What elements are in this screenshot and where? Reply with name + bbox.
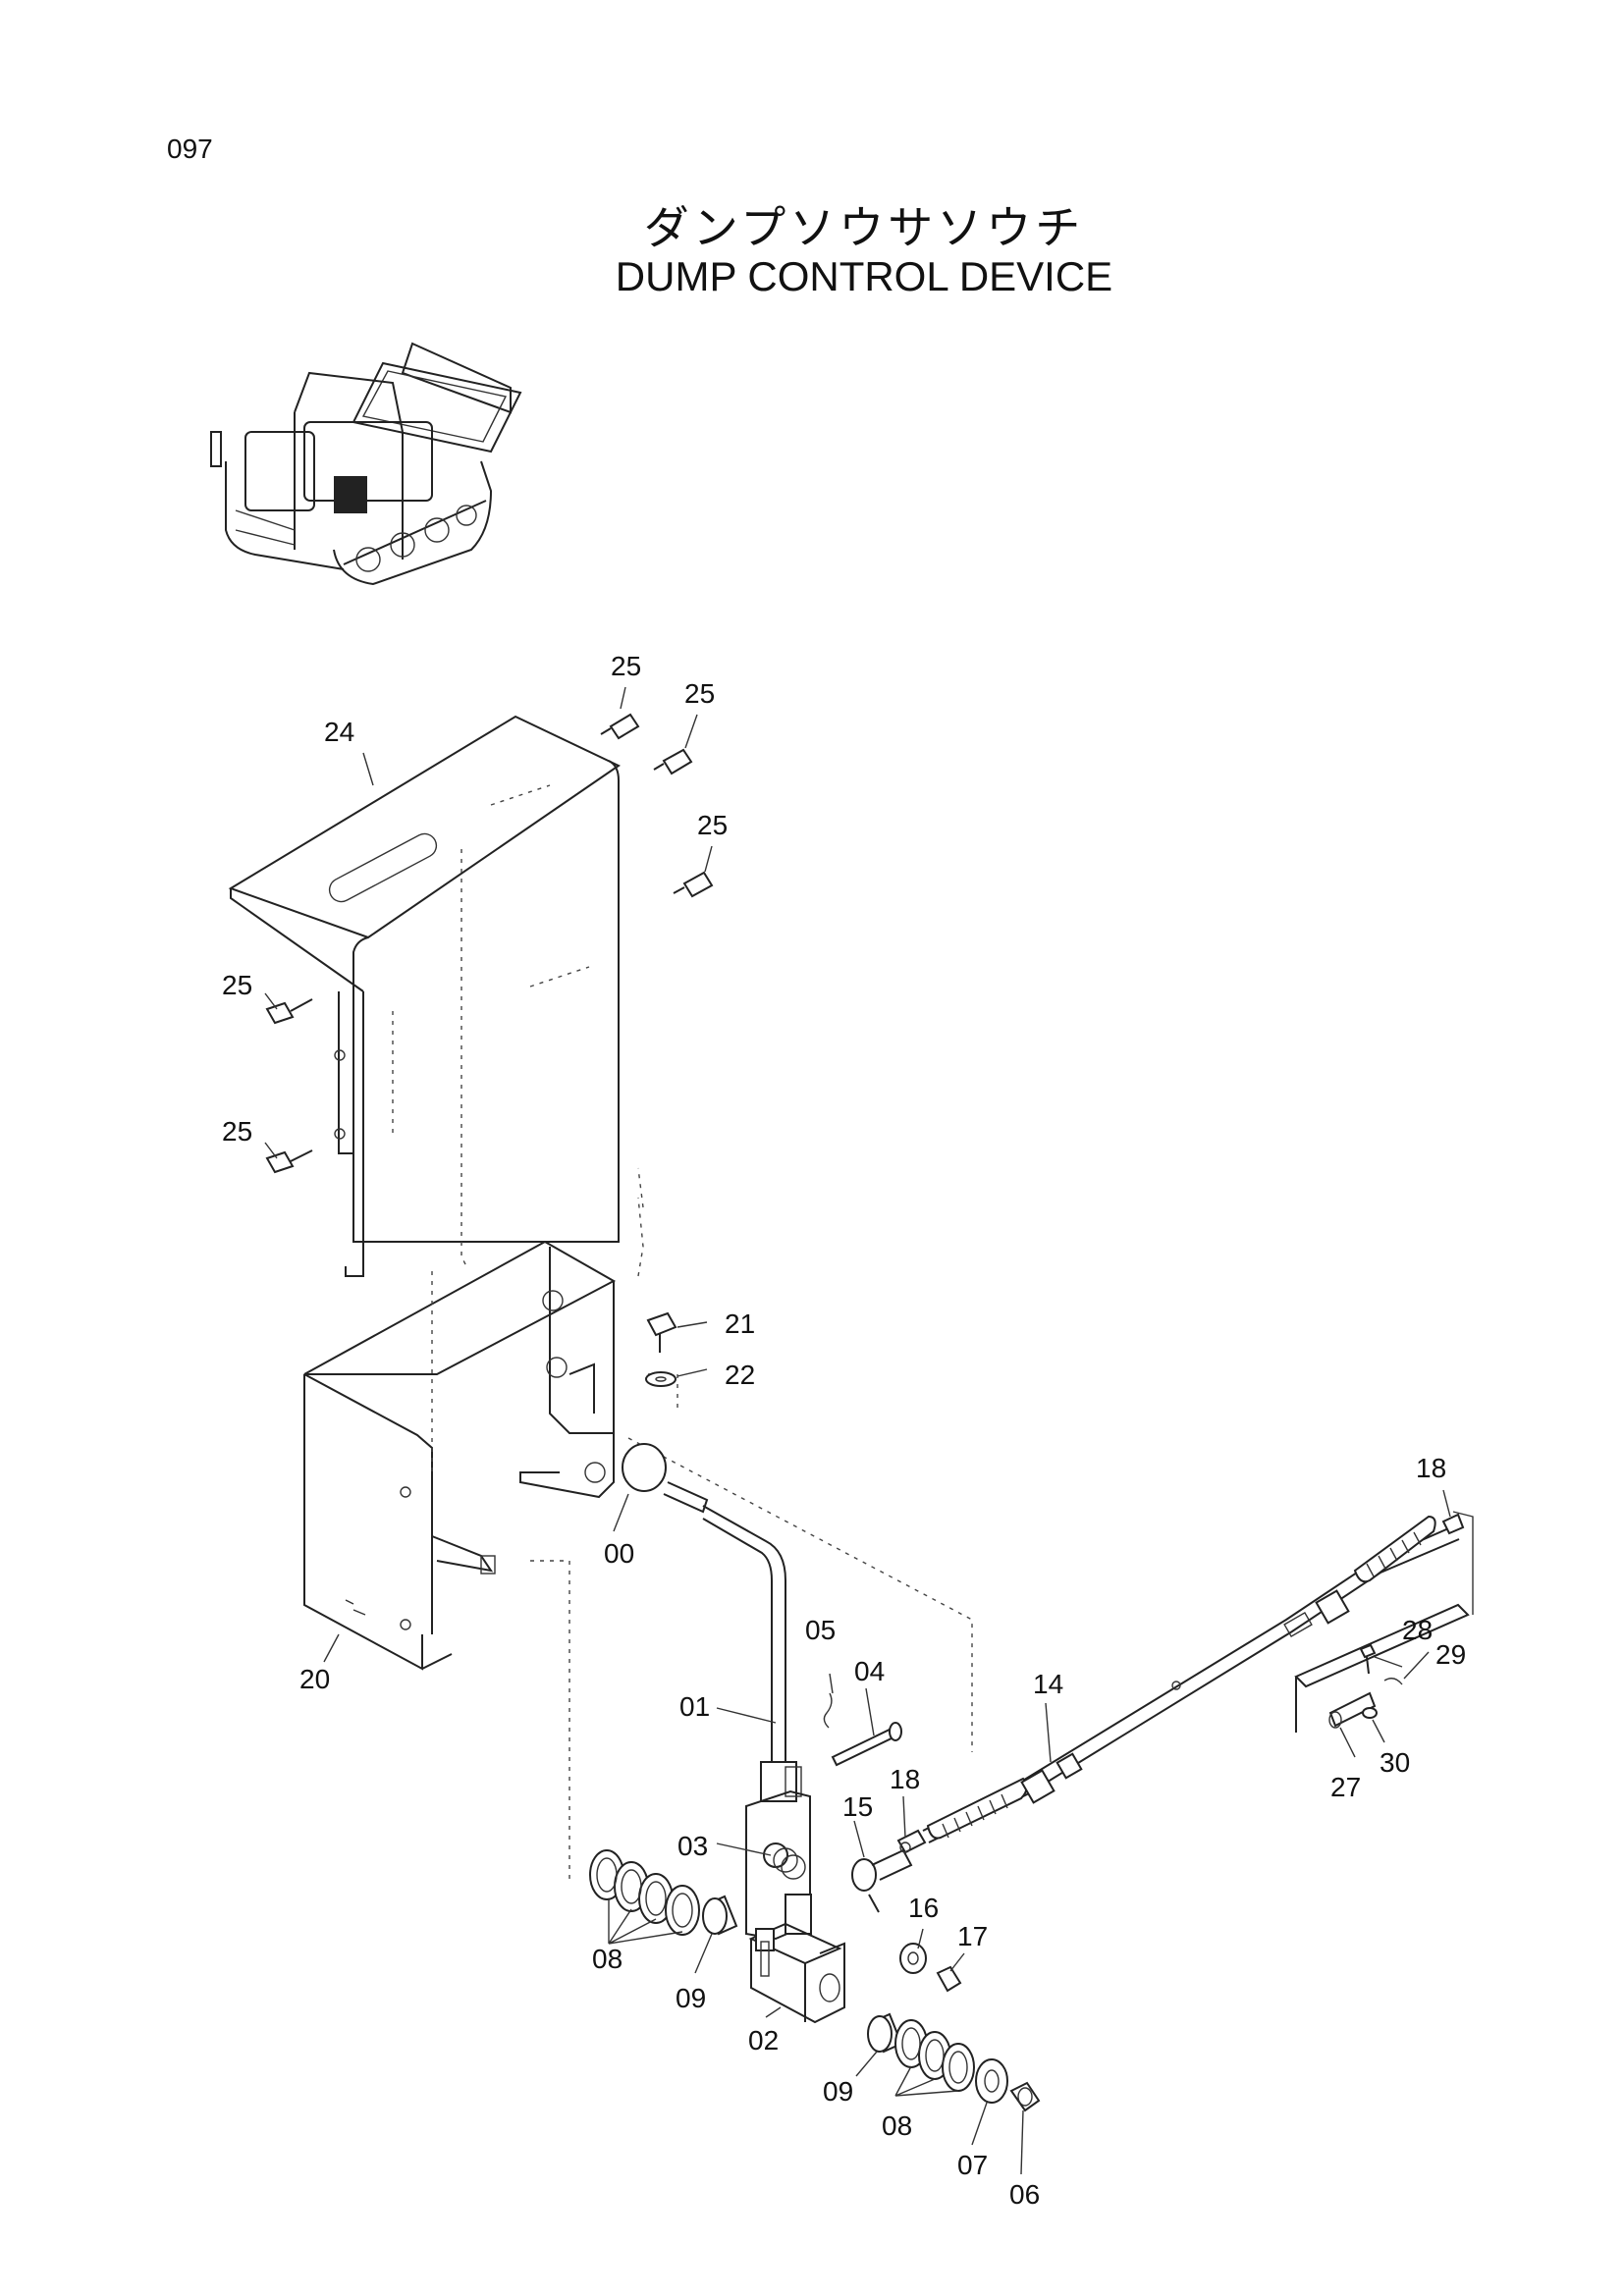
washer-22 [645,1371,677,1387]
control-cable-14 [922,1511,1474,1843]
spring-03 [763,1842,806,1880]
callout-24: 24 [324,717,354,747]
callout-18: 18 [1416,1453,1446,1483]
bolt-25-left-2 [265,1149,313,1174]
callout-08: 08 [882,2110,912,2141]
callout-02: 02 [748,2025,779,2056]
callout-18: 18 [890,1764,920,1794]
cotter-29 [1383,1678,1403,1685]
callout-00: 00 [604,1538,634,1569]
washer-group-08-right [894,2019,975,2092]
cable-boot-upper [1353,1515,1436,1583]
rod-end-18-top [1441,1513,1465,1535]
callout-25: 25 [697,810,728,840]
washer-07 [975,2058,1008,2104]
callout-labels: 25 25 25 25 25 24 21 22 20 00 01 05 04 0… [222,651,1466,2210]
bolt-25-top-2 [653,748,693,775]
clevis-27 [1294,1603,1470,1733]
callout-09: 09 [676,1983,706,2013]
callout-28: 28 [1402,1615,1433,1645]
callout-09: 09 [823,2076,853,2107]
clip-05 [823,1692,833,1729]
pin-28 [1359,1643,1377,1675]
callout-22: 22 [725,1360,755,1390]
diagram-title-english: DUMP CONTROL DEVICE [615,253,1113,299]
bushing-09-left [702,1895,738,1936]
bolt-25-top-1 [600,713,640,740]
callout-01: 01 [679,1691,710,1722]
callout-25: 25 [222,1116,252,1147]
callout-16: 16 [908,1893,939,1923]
bolt-25-right [673,871,714,898]
ball-joint-15 [851,1848,913,1913]
callout-25: 25 [222,970,252,1000]
callout-25: 25 [684,678,715,709]
callout-27: 27 [1330,1772,1361,1802]
lever-bracket-02 [745,1789,845,2024]
callout-17: 17 [957,1921,988,1951]
callout-20: 20 [299,1664,330,1694]
bracket-20 [303,1240,617,1671]
callout-03: 03 [677,1831,708,1861]
machine-thumbnail [210,342,522,586]
bushing-09-right [867,2012,903,2054]
callout-21: 21 [725,1308,755,1339]
washer-30 [1362,1707,1378,1719]
callout-04: 04 [854,1656,885,1686]
bolt-25-left-1 [265,998,313,1025]
washer-group-08-left [589,1849,700,1936]
callout-29: 29 [1435,1639,1466,1670]
rod-end-18-cable [896,1829,927,1854]
callout-25: 25 [611,651,641,681]
pin-04 [831,1722,902,1767]
bolt-21 [646,1311,677,1353]
leader-lines [264,686,1451,2175]
callout-30: 30 [1380,1747,1410,1778]
knob-00 [622,1443,709,1514]
page-number: 097 [167,133,213,164]
callout-14: 14 [1033,1669,1063,1699]
cable-boot-lower [926,1777,1028,1840]
callout-05: 05 [805,1615,836,1645]
diagram-title-japanese: ダンプソウサソウチ [643,201,1085,254]
callout-15: 15 [842,1791,873,1822]
callout-08: 08 [592,1944,623,1974]
nut-06 [1009,2081,1041,2112]
callout-07: 07 [957,2150,988,2180]
washer-16 [899,1943,927,1974]
callout-06: 06 [1009,2179,1040,2210]
cover-24 [228,715,621,1277]
nut-17 [936,1965,962,1993]
lever-01 [702,1505,802,1802]
